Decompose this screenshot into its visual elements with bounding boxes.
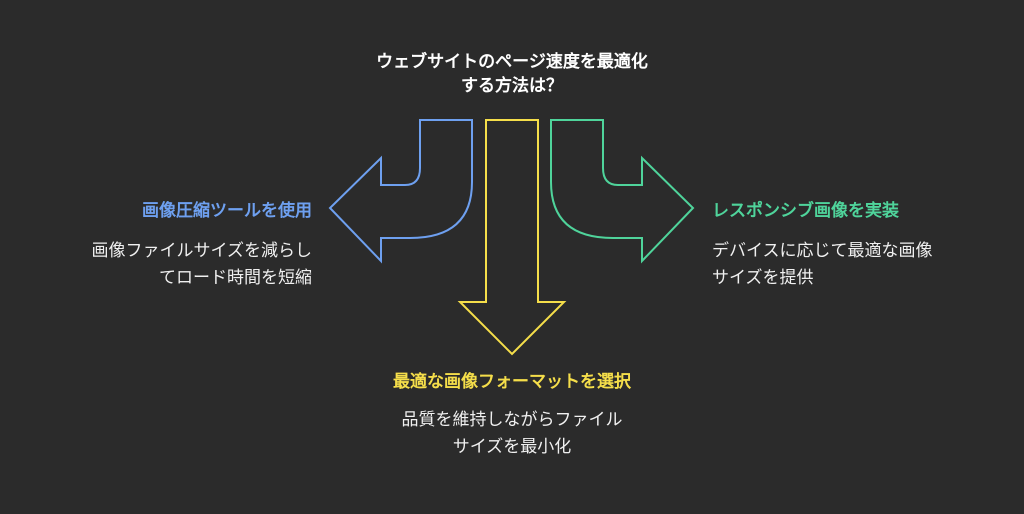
bottom-desc-line-2: サイズを最小化 (452, 437, 572, 457)
left-desc-line-1: 画像ファイルサイズを減らし (91, 241, 313, 261)
left-desc-line-2: てロード時間を短縮 (159, 268, 312, 288)
bottom-desc-line-1: 品質を維持しながらファイル (401, 410, 623, 430)
bottom-option-heading: 最適な画像フォーマットを選択 (393, 372, 631, 392)
right-option-description: デバイスに応じて最適な画像 サイズを提供 (712, 238, 933, 292)
right-desc-line-2: サイズを提供 (712, 268, 814, 288)
down-arrow-icon (457, 119, 567, 356)
title-line-2: する方法は？ (461, 76, 563, 96)
left-option-heading: 画像圧縮ツールを使用 (142, 201, 312, 221)
right-desc-line-1: デバイスに応じて最適な画像 (712, 241, 933, 261)
right-arrow-icon (550, 119, 695, 264)
bottom-option-description: 品質を維持しながらファイル サイズを最小化 (300, 407, 724, 461)
left-option-description: 画像ファイルサイズを減らし てロード時間を短縮 (20, 238, 313, 292)
left-arrow-icon (328, 119, 473, 264)
diagram-title: ウェブサイトのページ速度を最適化 する方法は？ (312, 50, 712, 98)
right-option-heading: レスポンシブ画像を実装 (712, 201, 899, 221)
title-line-1: ウェブサイトのページ速度を最適化 (376, 52, 648, 72)
